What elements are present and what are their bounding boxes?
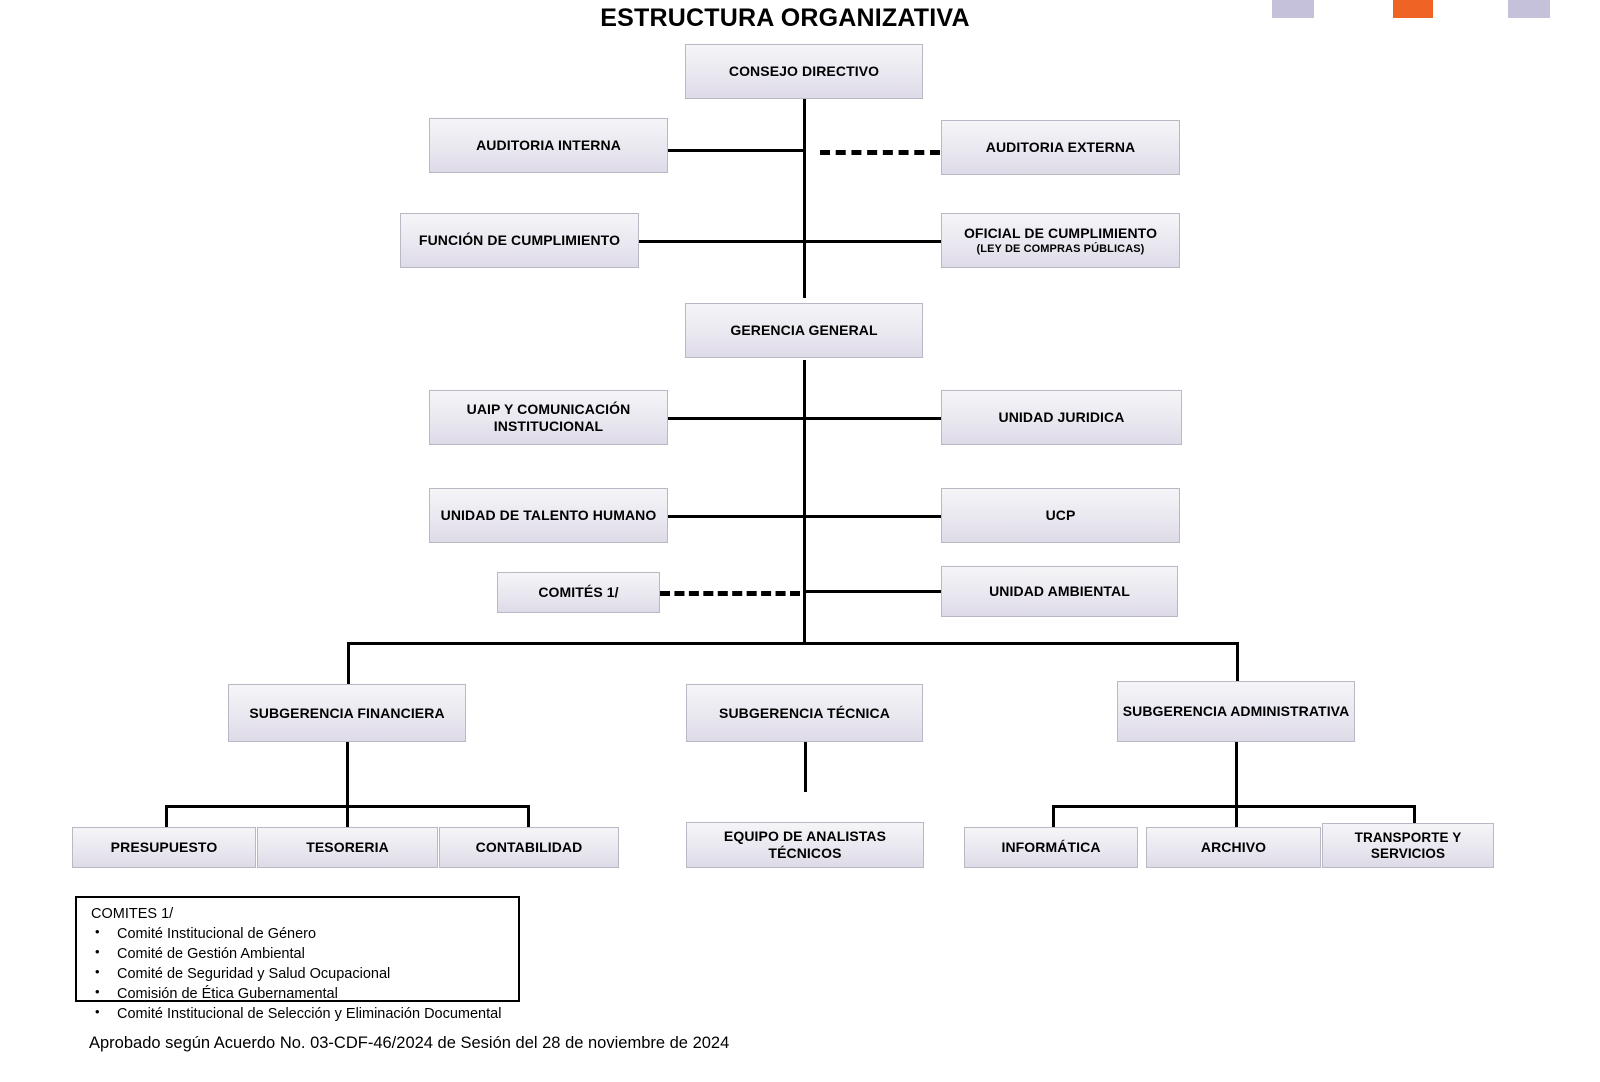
node-label: ARCHIVO [1200, 839, 1267, 856]
connector-trunk-consejo-to-gerencia [803, 98, 806, 298]
connector-bar-to-informatica [1052, 805, 1055, 828]
list-item: Comisión de Ética Gubernamental [91, 983, 508, 1004]
connector-bar-to-tesoreria [346, 805, 349, 828]
node-auditoria-interna[interactable]: AUDITORIA INTERNA [429, 118, 668, 173]
node-label: AUDITORIA INTERNA [476, 137, 621, 154]
node-label: OFICIAL DE CUMPLIMIENTO [963, 224, 1158, 241]
node-unidad-ambiental[interactable]: UNIDAD AMBIENTAL [941, 566, 1178, 617]
legend-list: Comité Institucional de Género Comité de… [91, 923, 508, 1024]
connector-bar-to-archivo [1235, 805, 1238, 828]
connector-bar-to-presupuesto [165, 805, 168, 828]
list-item: Comité Institucional de Selección y Elim… [91, 1003, 508, 1024]
connector-comites-dashed [660, 591, 800, 596]
comites-legend-box: COMITES 1/ Comité Institucional de Géner… [75, 896, 520, 1022]
node-label: EQUIPO DE ANALISTAS TÉCNICOS [723, 828, 887, 861]
node-consejo-directivo[interactable]: CONSEJO DIRECTIVO [685, 44, 923, 99]
connector-tecnica-to-equipo [804, 742, 807, 792]
node-uaip-y-comunicacion-institucional[interactable]: UAIP Y COMUNICACIÓN INSTITUCIONAL [429, 390, 668, 445]
node-comites[interactable]: COMITÉS 1/ [497, 572, 660, 613]
connector-administrativa-stem [1235, 742, 1238, 806]
list-item: Comité de Gestión Ambiental [91, 943, 508, 964]
node-tesoreria[interactable]: TESORERIA [257, 827, 438, 868]
node-label: COMITÉS 1/ [538, 584, 619, 601]
connector-auditoria-interna [668, 149, 805, 152]
node-auditoria-externa[interactable]: AUDITORIA EXTERNA [941, 120, 1180, 175]
approval-note: Aprobado según Acuerdo No. 03-CDF-46/202… [89, 1034, 730, 1052]
swatch-lavender-left [1272, 0, 1314, 18]
connector-financiera-stem [346, 742, 349, 806]
connector-administrativa-bar [1052, 805, 1416, 808]
node-oficial-de-cumplimiento[interactable]: OFICIAL DE CUMPLIMIENTO (LEY DE COMPRAS … [941, 213, 1180, 268]
page-title: ESTRUCTURA ORGANIZATIVA [600, 4, 970, 32]
node-label: UNIDAD AMBIENTAL [989, 583, 1130, 600]
node-subgerencia-tecnica[interactable]: SUBGERENCIA TÉCNICA [686, 684, 923, 742]
connector-bar-to-subgerencia-administrativa [1236, 642, 1239, 684]
node-subgerencia-administrativa[interactable]: SUBGERENCIA ADMINISTRATIVA [1117, 681, 1355, 742]
swatch-lavender-right [1508, 0, 1550, 18]
node-label: UNIDAD JURIDICA [998, 409, 1125, 426]
node-archivo[interactable]: ARCHIVO [1146, 827, 1321, 868]
node-funcion-de-cumplimiento[interactable]: FUNCIÓN DE CUMPLIMIENTO [400, 213, 639, 268]
node-subgerencia-financiera[interactable]: SUBGERENCIA FINANCIERA [228, 684, 466, 742]
node-label: UAIP Y COMUNICACIÓN INSTITUCIONAL [466, 400, 631, 434]
node-presupuesto[interactable]: PRESUPUESTO [72, 827, 256, 868]
legend-title: COMITES 1/ [91, 906, 174, 922]
node-ucp[interactable]: UCP [941, 488, 1180, 543]
connector-bar-to-contabilidad [527, 805, 530, 828]
connector-subgerencias-bar [347, 642, 1239, 645]
connector-uaip-unidad-juridica [668, 417, 942, 420]
node-label: FUNCIÓN DE CUMPLIMIENTO [418, 232, 621, 249]
list-item: Comité Institucional de Género [91, 923, 508, 944]
node-informatica[interactable]: INFORMÁTICA [964, 827, 1138, 868]
connector-cumplimiento [639, 240, 942, 243]
node-label: TESORERIA [306, 839, 389, 856]
connector-bar-to-transporte [1413, 805, 1416, 828]
node-equipo-de-analistas-tecnicos[interactable]: EQUIPO DE ANALISTAS TÉCNICOS [686, 822, 924, 868]
node-label: AUDITORIA EXTERNA [985, 139, 1136, 156]
node-unidad-de-talento-humano[interactable]: UNIDAD DE TALENTO HUMANO [429, 488, 668, 543]
node-label: UNIDAD DE TALENTO HUMANO [440, 507, 657, 524]
node-label: PRESUPUESTO [110, 839, 218, 856]
node-contabilidad[interactable]: CONTABILIDAD [439, 827, 619, 868]
node-label: SUBGERENCIA ADMINISTRATIVA [1122, 703, 1350, 720]
connector-bar-to-subgerencia-financiera [347, 642, 350, 684]
swatch-orange-middle [1393, 0, 1433, 18]
connector-trunk-gerencia-to-bar [803, 360, 806, 644]
node-label: SUBGERENCIA TÉCNICA [719, 704, 890, 721]
node-sublabel: (LEY DE COMPRAS PÚBLICAS) [976, 243, 1145, 256]
node-label: TRANSPORTE Y SERVICIOS [1354, 829, 1462, 861]
list-item: Comité de Seguridad y Salud Ocupacional [91, 963, 508, 984]
node-label: CONTABILIDAD [475, 839, 583, 856]
connector-talento-ucp [668, 515, 942, 518]
connector-auditoria-externa-dashed [820, 150, 940, 155]
node-label: SUBGERENCIA FINANCIERA [249, 704, 445, 721]
node-label: INFORMÁTICA [1001, 839, 1101, 856]
connector-unidad-ambiental [803, 590, 942, 593]
node-label: UCP [1045, 507, 1076, 524]
node-transporte-y-servicios[interactable]: TRANSPORTE Y SERVICIOS [1322, 823, 1494, 868]
node-unidad-juridica[interactable]: UNIDAD JURIDICA [941, 390, 1182, 445]
node-label: CONSEJO DIRECTIVO [728, 63, 880, 80]
node-label: GERENCIA GENERAL [730, 322, 878, 339]
node-gerencia-general[interactable]: GERENCIA GENERAL [685, 303, 923, 358]
